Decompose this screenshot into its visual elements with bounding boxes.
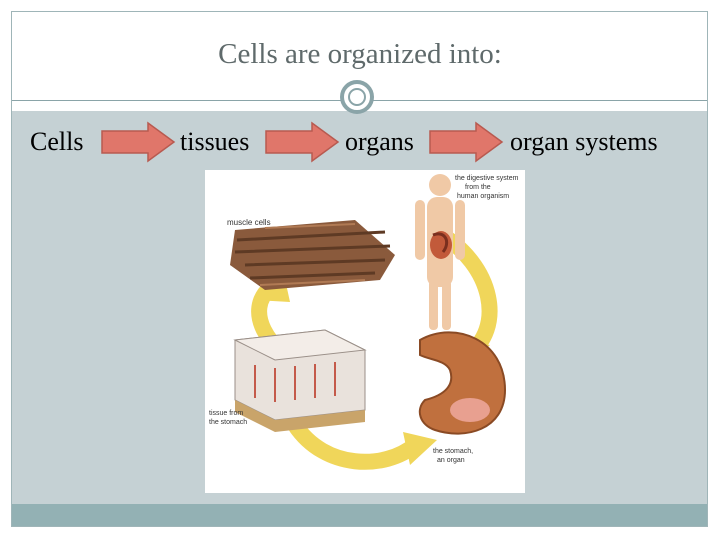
label-stomach-organ: the stomach, (433, 448, 473, 455)
slide-title: Cells are organized into: (218, 38, 502, 70)
label-digestive-system: the digestive system (455, 175, 519, 182)
circle-ornament-icon (340, 80, 374, 114)
label-tissue-from: tissue from (209, 410, 243, 417)
word-organs: organs (345, 127, 414, 156)
word-tissues: tissues (180, 127, 250, 156)
right-arrow-icon (101, 121, 176, 163)
slide-frame (11, 11, 708, 527)
word-cells: Cells (30, 127, 84, 156)
organization-illustration: muscle cells the digestive system from t… (205, 170, 525, 493)
word-organ-systems: organ systems (510, 127, 658, 156)
label-muscle-cells: muscle cells (227, 218, 271, 227)
muscle-cells-image (230, 220, 395, 290)
label-digestive-system-2: from the (465, 184, 491, 191)
label-digestive-system-3: human organism (457, 193, 509, 200)
cycle-arrowhead-icon (403, 432, 437, 465)
human-body-image (415, 174, 465, 330)
cycle-arrow-icon (287, 417, 423, 470)
footer-bar (12, 504, 707, 526)
stomach-tissue-image (233, 329, 367, 432)
label-an-organ: an organ (437, 457, 465, 464)
label-tissue-stomach: the stomach (209, 419, 247, 426)
right-arrow-icon (429, 121, 504, 163)
right-arrow-icon (265, 121, 340, 163)
stomach-organ-image (418, 331, 507, 435)
